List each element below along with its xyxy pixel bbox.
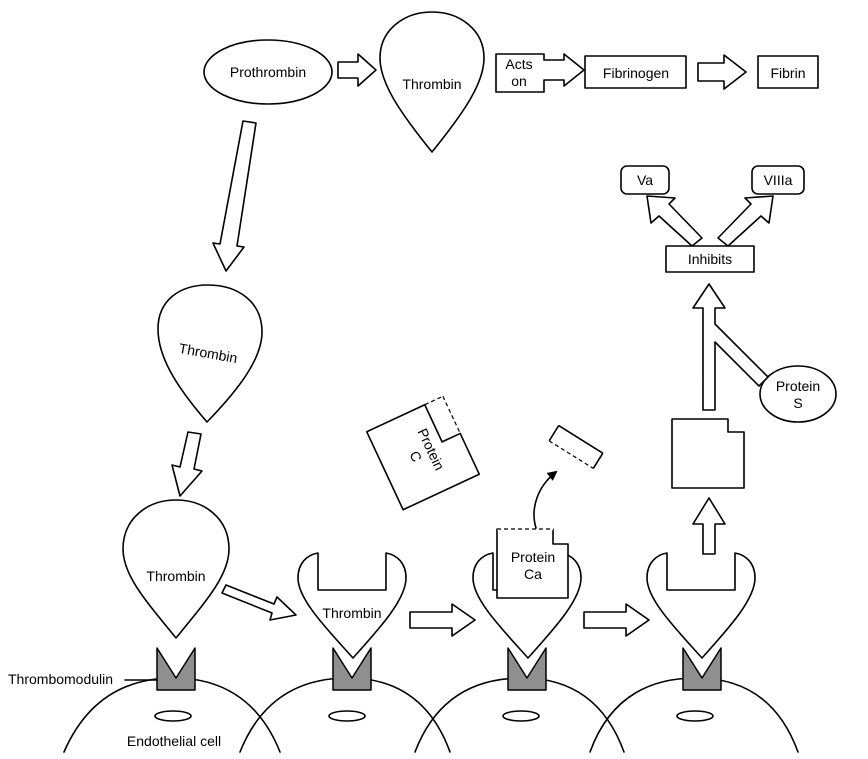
cleaved-peptide-fragment xyxy=(548,424,604,469)
thrombomodulin-label: Thrombomodulin xyxy=(8,671,113,687)
arrow-to-activated-protein-c xyxy=(692,497,726,555)
prothrombin-node: Prothrombin xyxy=(203,39,333,105)
fibrin-label: Fibrin xyxy=(770,65,805,81)
arrow-to-inactive-complex xyxy=(583,603,650,637)
thrombin-complex-inactive xyxy=(646,552,756,659)
arrow-fibrinogen-to-fibrin xyxy=(697,54,747,90)
va-label: Va xyxy=(637,172,653,188)
arrow-to-inhibits xyxy=(692,283,769,411)
arrow-prothrombin-to-thrombin xyxy=(337,53,377,87)
fibrinogen-node: Fibrinogen xyxy=(584,55,687,89)
thrombin-label-bound: Thrombin xyxy=(322,605,381,621)
protein-label-ca: Protein xyxy=(511,549,555,565)
arrow-thrombin-down xyxy=(171,431,203,497)
inhibits-node: Inhibits xyxy=(665,245,755,273)
thrombin-label-bottom: Thrombin xyxy=(146,568,205,584)
fibrinogen-label: Fibrinogen xyxy=(603,65,669,81)
thrombin-label-top: Thrombin xyxy=(402,76,461,92)
ca-label: Ca xyxy=(524,566,542,582)
thrombomodulin-receptor-4 xyxy=(682,647,722,691)
arrow-to-bound-thrombin xyxy=(221,584,297,621)
arrow-prothrombin-down xyxy=(212,120,257,272)
va-node: Va xyxy=(620,165,670,195)
thrombin-node-bottom: Thrombin xyxy=(122,499,230,639)
on-label: on xyxy=(511,73,527,89)
arrow-inhibits-to-viiia xyxy=(717,195,774,247)
s-label: S xyxy=(793,395,802,411)
endothelial-cell-1: Endothelial cell xyxy=(63,677,281,753)
thrombomodulin-receptor-3 xyxy=(507,647,547,691)
viiia-node: VIIIa xyxy=(751,165,805,195)
acts-on-arrow: Acts on xyxy=(495,53,585,93)
thrombin-protein-ca-complex: Protein Ca xyxy=(472,527,582,659)
thrombin-node-top: Thrombin xyxy=(379,11,485,153)
thrombin-node-middle: Thrombin xyxy=(157,284,263,423)
activated-protein-c-block xyxy=(671,418,745,489)
protein-c-block: Protein C xyxy=(365,395,481,511)
inhibits-label: Inhibits xyxy=(688,251,732,267)
arrow-to-protein-ca-complex xyxy=(409,603,476,637)
fibrin-node: Fibrin xyxy=(757,55,819,89)
thrombomodulin-receptor-2 xyxy=(332,647,372,691)
acts-label: Acts xyxy=(505,56,532,72)
protein-s-node: Protein S xyxy=(759,365,837,423)
thrombin-complex-bound: Thrombin xyxy=(297,552,407,659)
viiia-label: VIIIa xyxy=(764,172,793,188)
endothelial-cell-label: Endothelial cell xyxy=(127,733,221,749)
prothrombin-label: Prothrombin xyxy=(230,64,306,80)
thrombomodulin-receptor-1 xyxy=(156,647,196,691)
arrow-inhibits-to-va xyxy=(646,195,703,247)
cleavage-release-arrow xyxy=(533,470,558,529)
protein-s-label: Protein xyxy=(776,378,820,394)
